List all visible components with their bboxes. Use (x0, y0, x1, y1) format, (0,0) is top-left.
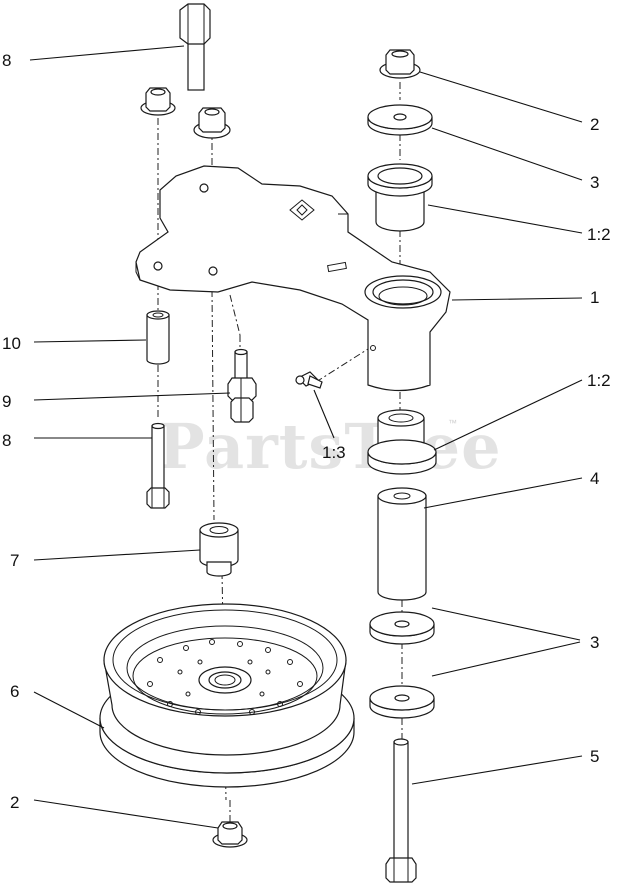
callout-8-top: 8 (2, 51, 11, 70)
watermark-trademark: ™ (448, 418, 457, 428)
watermark-text: PartsTree (158, 410, 502, 483)
callout-1: 1 (590, 288, 599, 307)
flange-nut-left (140, 87, 176, 116)
flange-nut-right (379, 49, 421, 79)
callout-3-top: 3 (590, 173, 599, 192)
washer-lower-2 (369, 685, 435, 719)
idler-arm (135, 165, 451, 392)
bolt-lower (146, 422, 170, 509)
leader-lines (29, 45, 583, 829)
callout-9: 9 (2, 392, 11, 411)
callout-2-bottom: 2 (10, 793, 19, 812)
stud-bolt (227, 348, 257, 423)
callout-labels: 8 2 3 1:2 1 10 9 1:3 1:2 8 4 7 3 6 5 2 (2, 51, 611, 812)
flange-nut-bottom (212, 821, 248, 848)
grease-fitting (295, 371, 323, 389)
callout-3-lower: 3 (590, 633, 599, 652)
washer-lower-1 (369, 611, 435, 645)
callout-7: 7 (10, 551, 19, 570)
callout-10: 10 (2, 334, 21, 353)
callout-1-3: 1:3 (322, 443, 346, 462)
spacer-left (146, 310, 170, 365)
bushing-lower (367, 409, 437, 475)
callout-1-2-lower: 1:2 (587, 371, 611, 390)
callout-2-top: 2 (590, 115, 599, 134)
pulley-bushing (199, 522, 239, 577)
bushing-top (367, 163, 433, 232)
callout-8-lower: 8 (2, 431, 11, 450)
callout-5: 5 (590, 747, 599, 766)
callout-1-2-top: 1:2 (587, 225, 611, 244)
flange-nut-mid (193, 107, 231, 139)
callout-6: 6 (10, 682, 19, 701)
idler-pulley (99, 603, 355, 788)
pulley-holes (147, 639, 303, 715)
bolt-top (179, 3, 211, 91)
spacer-tall (377, 487, 427, 601)
bolt-long (385, 738, 417, 883)
washer-top (367, 104, 433, 136)
callout-4: 4 (590, 469, 599, 488)
